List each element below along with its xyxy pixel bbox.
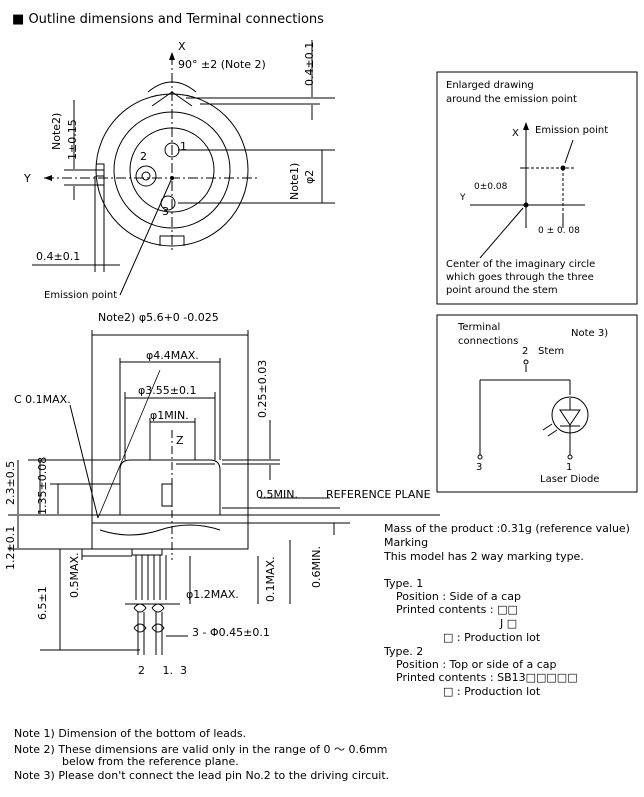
lead-gap-max-dimension: 0.1MAX. <box>264 556 277 602</box>
enlarged-title-2: around the emission point <box>446 94 577 105</box>
enlarged-y-label: Y <box>460 193 466 203</box>
note2-text-continued: below from the reference plane. <box>62 755 239 768</box>
marking-heading: Marking <box>384 536 429 549</box>
cap-diameter-dimension: φ4.4MAX. <box>146 349 199 362</box>
terminal-schematic <box>477 359 589 460</box>
lead-length-dimension: 6.5±1 <box>36 586 49 620</box>
type2-lot: □ : Production lot <box>443 685 541 698</box>
inner-diameter-dimension: φ1MIN. <box>150 409 189 422</box>
lead-gap-min-dimension: 0.6MIN. <box>310 546 323 588</box>
terminal-title-1: Terminal <box>458 322 501 333</box>
z-axis-label: Z <box>176 434 184 447</box>
total-height-dimension: 2.3±0.5 <box>4 460 17 505</box>
enlarged-caption-2: which goes through the three <box>446 272 594 283</box>
section-header: ■ Outline dimensions and Terminal connec… <box>12 12 324 27</box>
diameter-dimension: φ2 <box>303 169 316 184</box>
enlarged-x-label: X <box>512 128 519 139</box>
lead-max-dimension: 0.5MAX. <box>68 552 81 598</box>
pin2-label: 2 <box>140 150 147 163</box>
terminal-stem: Stem <box>538 346 565 357</box>
chamfer-dimension: C 0.1MAX. <box>14 393 71 406</box>
note1-label: Note1) <box>288 162 301 200</box>
terminal-laser-diode: Laser Diode <box>540 474 600 485</box>
note2-text: Note 2) These dimensions are valid only … <box>14 743 388 756</box>
emission-point-label: Emission point <box>44 290 118 301</box>
type1-lot: □ : Production lot <box>443 631 541 644</box>
angle-dimension: 90° ±2 (Note 2) <box>178 58 266 71</box>
top-view-drawing <box>32 40 335 296</box>
left-offset-dimension: 0.4±0.1 <box>36 250 81 263</box>
terminal-title-2: connections <box>458 336 519 347</box>
enlarged-emission-label: Emission point <box>535 125 609 136</box>
cap-height-dimension: 0.25±0.03 <box>256 359 269 418</box>
flange-height-dimension: 1.2±0.1 <box>4 525 17 570</box>
terminal-pin2: 2 <box>522 346 529 357</box>
enlarged-caption-3: point around the stem <box>446 285 558 296</box>
cap-height-lower-dimension: 1.35±0.08 <box>36 456 49 515</box>
window-diameter-dimension: φ3.55±0.1 <box>138 384 197 397</box>
type2-printed: Printed contents : SB13□□□□□ <box>396 671 578 684</box>
note3-text: Note 3) Please don't connect the lead pi… <box>14 769 390 782</box>
enlarged-x-tolerance: 0 ± 0. 08 <box>538 226 580 236</box>
terminal-pin3: 3 <box>476 462 483 473</box>
offset-dimension: 1±0.15 <box>66 119 79 160</box>
min-gap-dimension: 0.5MIN. <box>256 488 298 501</box>
section-title: Outline dimensions and Terminal connecti… <box>28 12 324 27</box>
marking-description: This model has 2 way marking type. <box>384 550 584 563</box>
reference-plane-label: REFERENCE PLANE <box>326 488 431 501</box>
bullet-icon: ■ <box>12 12 25 27</box>
note2-label: Note2) <box>50 112 63 150</box>
terminal-note: Note 3) <box>571 328 609 339</box>
type1-heading: Type. 1 <box>384 577 424 590</box>
type1-printed: Printed contents : □□ <box>396 603 518 616</box>
type1-position: Position : Side of a cap <box>396 590 521 603</box>
x-axis-label: X <box>178 40 186 53</box>
lead-circle-dimension: φ1.2MAX. <box>186 588 239 601</box>
enlarged-y-tolerance: 0±0.08 <box>474 182 508 192</box>
y-axis-label: Y <box>24 172 31 185</box>
mass-text: Mass of the product :0.31g (reference va… <box>384 522 630 535</box>
side-view-drawing <box>8 330 440 655</box>
top-offset-dimension: 0.4±0.1 <box>303 41 316 86</box>
pin3-label: 3 <box>162 205 169 218</box>
enlarged-caption-1: Center of the imaginary circle <box>446 259 596 270</box>
type2-heading: Type. 2 <box>384 645 424 658</box>
type2-position: Position : Top or side of a cap <box>396 658 557 671</box>
outer-diameter-dimension: Note2) φ5.6+0 -0.025 <box>98 311 219 324</box>
type1-j-mark: J □ <box>500 617 518 630</box>
lead-pin-labels: 2 1. 3 <box>138 664 187 677</box>
note1-text: Note 1) Dimension of the bottom of leads… <box>14 727 247 740</box>
enlarged-title-1: Enlarged drawing <box>446 80 534 91</box>
pin1-label: 1 <box>180 140 187 153</box>
lead-diameter-dimension: 3 - Φ0.45±0.1 <box>192 626 270 639</box>
terminal-pin1: 1 <box>566 462 573 473</box>
